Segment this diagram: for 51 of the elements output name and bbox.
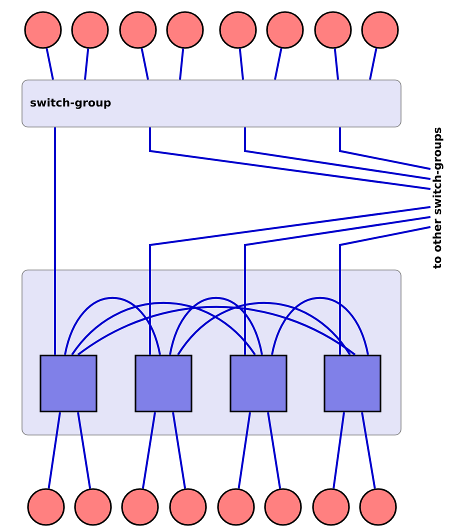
link-line xyxy=(271,297,369,355)
host-circle xyxy=(71,11,109,49)
host-circle xyxy=(314,11,352,49)
host-circle xyxy=(359,488,397,526)
link-line xyxy=(54,127,56,355)
switch-group-box: switch-group xyxy=(22,80,402,128)
link-line xyxy=(369,48,378,80)
link-line xyxy=(339,127,431,170)
link-line xyxy=(149,206,431,355)
link-line xyxy=(71,302,256,356)
host-circle xyxy=(166,11,204,49)
host-circle xyxy=(24,11,62,49)
link-line xyxy=(140,48,149,80)
host-circle xyxy=(74,488,112,526)
link-line xyxy=(244,127,431,180)
switch-square xyxy=(324,354,382,412)
switch-square xyxy=(134,354,192,412)
host-circle xyxy=(169,488,207,526)
side-label: to other switch-groups xyxy=(432,128,444,269)
link-line xyxy=(46,48,54,80)
host-circle xyxy=(217,488,255,526)
link-line xyxy=(238,48,244,80)
link-line xyxy=(172,412,186,489)
host-circle xyxy=(119,11,157,49)
host-circle xyxy=(27,488,65,526)
host-circle xyxy=(121,488,159,526)
link-line xyxy=(267,412,282,489)
host-circle xyxy=(266,11,304,49)
host-circle xyxy=(312,488,350,526)
link-line xyxy=(149,127,431,190)
link-line xyxy=(77,306,356,356)
link-line xyxy=(48,412,61,489)
switch-square xyxy=(230,354,288,412)
link-line xyxy=(238,412,251,489)
link-line xyxy=(332,412,345,489)
link-line xyxy=(142,412,156,489)
link-line xyxy=(64,297,161,355)
link-line xyxy=(339,226,431,355)
link-line xyxy=(179,48,184,80)
link-line xyxy=(274,48,282,80)
link-line xyxy=(77,412,92,489)
link-line xyxy=(334,48,339,80)
link-line xyxy=(177,302,351,356)
host-circle xyxy=(219,11,257,49)
link-line xyxy=(84,48,90,80)
link-line xyxy=(361,412,376,489)
link-line xyxy=(244,216,431,355)
switch-square xyxy=(40,354,98,412)
host-circle xyxy=(264,488,302,526)
host-circle xyxy=(361,11,399,49)
link-line xyxy=(169,297,263,355)
